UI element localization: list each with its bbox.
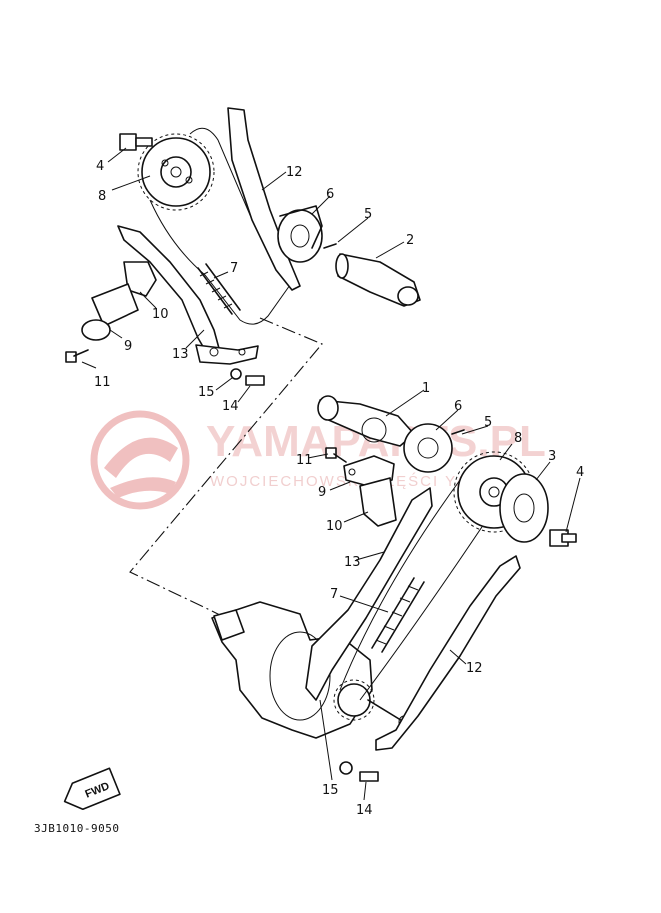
- top-tensioner: [81, 261, 157, 341]
- callout-11-top: 11: [94, 375, 111, 390]
- callouts-top: 4 8 12 6 5 2 7 10 9 13 11 15 14: [94, 159, 414, 414]
- watermark-logo-icon: [90, 410, 190, 510]
- top-tensioner-bolt: [65, 349, 89, 363]
- top-camshaft: [335, 253, 421, 307]
- callout-13-top: 13: [172, 347, 189, 362]
- bottom-pin: [451, 429, 465, 435]
- callout-5-top: 5: [364, 207, 372, 222]
- callout-10-bottom: 10: [326, 519, 343, 534]
- callout-8-top: 8: [98, 189, 106, 204]
- callout-4-bottom: 4: [576, 465, 584, 480]
- bottom-tensioner: [343, 455, 397, 527]
- callout-13-bottom: 13: [344, 555, 361, 570]
- top-guide-bolt: [245, 375, 265, 386]
- callout-10-top: 10: [152, 307, 169, 322]
- top-washer: [230, 368, 242, 380]
- leader-lines: [81, 147, 581, 801]
- fwd-arrow-icon: FWD: [63, 767, 121, 811]
- callout-6-top: 6: [326, 187, 334, 202]
- callout-6-bottom: 6: [454, 399, 462, 414]
- top-sprocket-bolt: [119, 133, 153, 151]
- bottom-washer: [339, 761, 353, 775]
- callout-9-top: 9: [124, 339, 132, 354]
- callout-11-bottom: 11: [296, 453, 313, 468]
- bottom-tensioner-bolt: [325, 447, 347, 463]
- callout-9-bottom: 9: [318, 485, 326, 500]
- bottom-sprocket-bolt: [549, 529, 577, 547]
- callouts-bottom: 1 6 5 8 3 4 11 9 10 13 7 12 15 14: [296, 381, 584, 818]
- bottom-assembly: [211, 395, 577, 782]
- callout-12-top: 12: [286, 165, 303, 180]
- drive-sprocket: [333, 679, 410, 729]
- callout-8-bottom: 8: [514, 431, 522, 446]
- callout-15-bottom: 15: [322, 783, 339, 798]
- bottom-decompressor: [403, 423, 453, 473]
- bottom-chain: [339, 479, 501, 701]
- callout-14-top: 14: [222, 399, 239, 414]
- callout-2-top: 2: [406, 233, 414, 248]
- callout-12-bottom: 12: [466, 661, 483, 676]
- bottom-guide-bolt: [359, 771, 379, 782]
- top-pin: [323, 243, 337, 249]
- callout-15-top: 15: [198, 385, 215, 400]
- callout-7-top: 7: [230, 261, 238, 276]
- top-chain-segment: [197, 263, 241, 315]
- callout-5-bottom: 5: [484, 415, 492, 430]
- crankshaft: [211, 601, 373, 739]
- callout-7-bottom: 7: [330, 587, 338, 602]
- figure-code: 3JB1010-9050: [34, 822, 119, 835]
- callout-14-bottom: 14: [356, 803, 373, 818]
- top-cam-sprocket: [137, 133, 215, 211]
- callout-4-top: 4: [96, 159, 104, 174]
- top-decompressor: [277, 205, 323, 263]
- callout-3-bottom: 3: [548, 449, 556, 464]
- bottom-sprocket-plate: [499, 473, 549, 543]
- top-assembly: [65, 107, 421, 386]
- callout-1-bottom: 1: [422, 381, 430, 396]
